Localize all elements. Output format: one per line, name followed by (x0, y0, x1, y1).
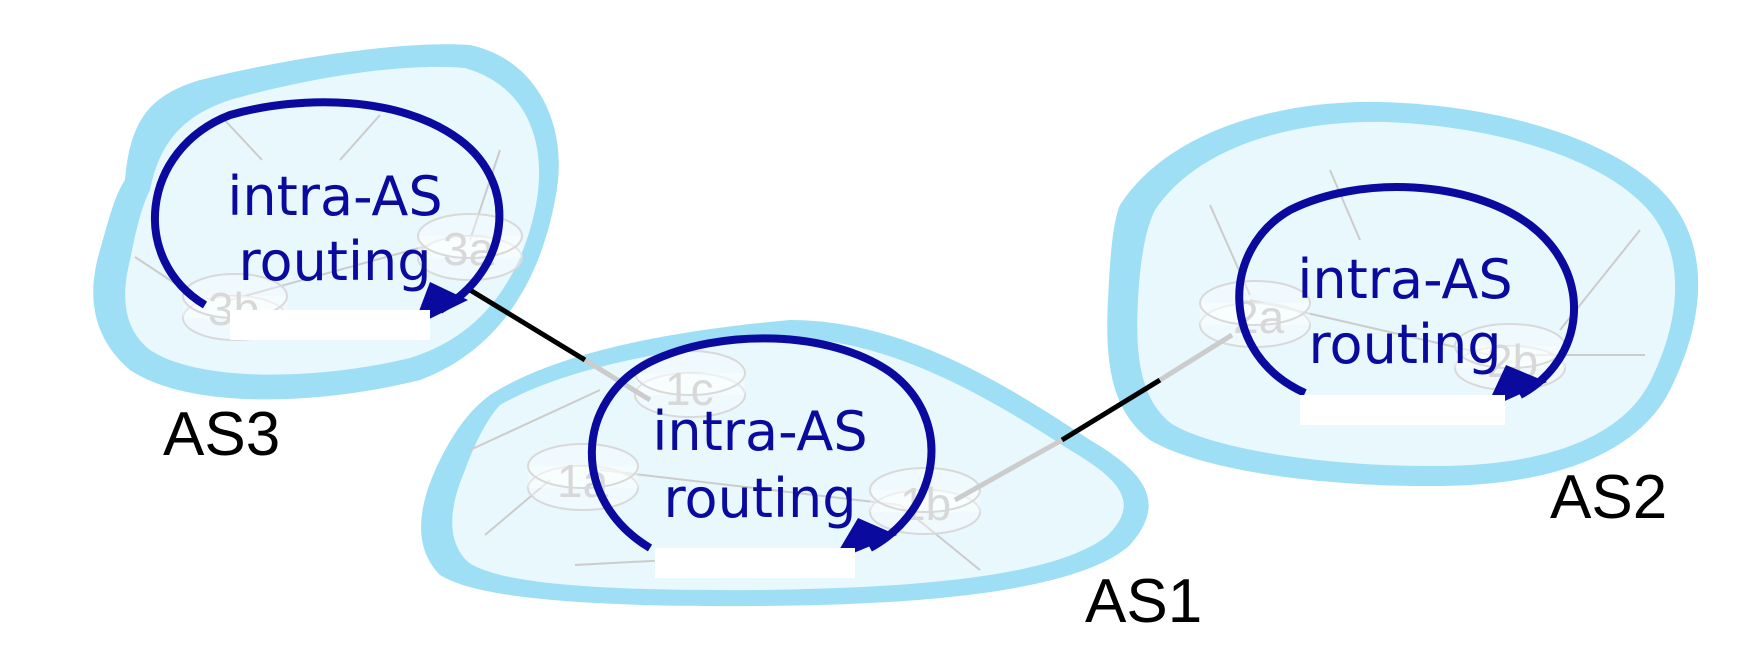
as2-loop-label-line1: intra-AS (1297, 248, 1512, 311)
as1-loop-label-line1: intra-AS (652, 400, 867, 463)
as3-label: AS3 (163, 400, 280, 469)
as2-loop-label-line2: routing (1309, 313, 1502, 376)
router-2a: 2a (1199, 280, 1311, 348)
inter-as-link-3a-1c (468, 287, 652, 403)
as3-routing-loop: intra-AS routing (150, 98, 504, 340)
router-1a: 1a (527, 443, 639, 511)
as3-loop-mask (230, 310, 430, 340)
as1-loop-mask (655, 548, 855, 578)
inter-as-link-1b-2a (953, 332, 1234, 503)
router-1c-label: 1c (665, 363, 714, 415)
as1-loop-label-line2: routing (664, 467, 857, 530)
as1-label: AS1 (1085, 567, 1202, 636)
as2-label: AS2 (1550, 463, 1667, 532)
as3-loop-label-line1: intra-AS (227, 165, 442, 228)
as3-loop-label-line2: routing (239, 230, 432, 293)
as2-loop-mask (1300, 395, 1505, 425)
as1-routing-loop: intra-AS routing (587, 334, 936, 578)
as2-routing-loop: intra-AS routing (1235, 183, 1578, 425)
router-1c: 1c (634, 350, 746, 418)
